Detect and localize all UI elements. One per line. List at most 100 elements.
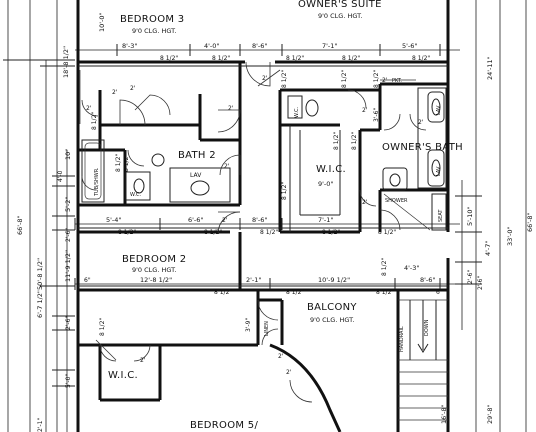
- label-balcony: BALCONY: [307, 302, 357, 313]
- dim-8half-4: 8 1/2": [342, 55, 360, 62]
- door-2-c: 2': [262, 75, 268, 82]
- dim-3-6: 3'-6": [373, 108, 380, 122]
- dim-5-4: 5'-4": [106, 216, 121, 224]
- dim-8half-10: 8 1/2": [378, 229, 396, 236]
- dim-2-1: 2'-1": [246, 276, 261, 284]
- left-dimension-lines: [3, 0, 75, 432]
- dim-3-9: 3'-9": [245, 318, 252, 332]
- dim-11-9: 11'-9 1/2": [64, 250, 72, 282]
- dim-8half-1: 8 1/2": [160, 55, 178, 62]
- door-2-f: 2': [222, 217, 228, 224]
- door-2-l: 2': [286, 369, 292, 376]
- door-2-a: 2': [112, 89, 118, 96]
- right-dimension-lines: [455, 0, 527, 432]
- dim-8half-12: 8 1/2": [286, 289, 304, 296]
- dim-4-3: 4'-3": [404, 264, 419, 272]
- label-bedroom3: BEDROOM 3: [120, 14, 184, 25]
- label-bedroom5: BEDROOM 5/: [190, 420, 258, 431]
- dim-6-right: 6": [436, 289, 443, 296]
- dim-12-8: 12'-8 1/2": [140, 276, 172, 284]
- dim-5-0: 5'-0": [65, 374, 72, 388]
- dim-5-6: 5'-6": [402, 42, 417, 50]
- door-2-e: 2': [224, 163, 230, 170]
- label-owners-suite: OWNER'S SUITE: [298, 0, 382, 10]
- door-2-d: 2': [228, 105, 234, 112]
- dim-7-1: 7'-1": [322, 42, 337, 50]
- dim-2-6-left: 2'-6": [65, 228, 72, 242]
- dim-50-8: 50'-8 1/2": [36, 258, 44, 290]
- doors: [81, 61, 427, 403]
- dim-2-6-right: 2'-6": [467, 270, 474, 284]
- label-lav: LAV: [190, 172, 202, 179]
- label-handrail: HANDRAIL: [399, 326, 405, 352]
- door-2-n: 2': [140, 357, 146, 364]
- dim-8half-15: 8 1/2": [341, 70, 348, 88]
- fixtures: [79, 70, 447, 231]
- dim-8half-18: 8 1/2": [351, 132, 358, 150]
- dim-2-1-left: 2'-1": [37, 418, 44, 432]
- dim-8half-23: 8 1/2": [381, 258, 388, 276]
- door-2-h: 2': [362, 107, 368, 114]
- dim-8half-3: 8 1/2": [286, 55, 304, 62]
- door-2-k: 2': [86, 105, 92, 112]
- dim-8half-24: 8 1/2": [281, 182, 288, 200]
- door-2-b: 2': [130, 85, 136, 92]
- door-2-i: 2': [418, 119, 424, 126]
- label-down: DOWN: [424, 319, 430, 336]
- door-2-g: 2': [382, 77, 388, 84]
- dim-8half-11: 8 1/2": [214, 289, 232, 296]
- label-bedroom2-hgt: 9'0 CLG. HGT.: [132, 266, 176, 274]
- dim-8half-7: 8 1/2": [204, 229, 222, 236]
- dim-6-left: 6": [84, 277, 91, 284]
- dim-10: 10": [64, 149, 72, 160]
- dim-10-9: 10'-9 1/2": [318, 276, 350, 284]
- dim-7-1b: 7'-1": [318, 216, 333, 224]
- dim-8half-14: 8 1/2": [281, 70, 288, 88]
- inner-lines: [78, 65, 448, 421]
- dim-5-2: 5'-2": [64, 197, 72, 212]
- dim-8-3: 8'-3": [122, 42, 137, 50]
- dim-4-0-left: 4'-0: [57, 170, 64, 182]
- label-tub-shwr: TUB/SHWR.: [94, 167, 100, 197]
- label-wic: W.I.C.: [316, 164, 346, 175]
- dim-6-7: 6'-7 1/2": [36, 290, 44, 318]
- dim-29-8: 29'-8": [486, 404, 494, 424]
- dim-8half-9: 8 1/2": [322, 229, 340, 236]
- dim-8half-8: 8 1/2": [260, 229, 278, 236]
- dim-8half-6: 8 1/2": [118, 229, 136, 236]
- dim-10-0: 10'-0": [98, 12, 106, 32]
- dim-8half-19: 8 1/2": [115, 154, 122, 172]
- dim-8half-20: 8 1/2": [123, 154, 130, 172]
- label-wc: W.C.: [130, 192, 141, 198]
- dim-5-10: 5'-10": [466, 206, 474, 226]
- label-lav-owner-2: LAV: [436, 166, 442, 176]
- door-2-m: 2': [278, 353, 284, 360]
- dim-8half-5: 8 1/2": [412, 55, 430, 62]
- dim-8half-16: 8 1/2": [373, 70, 380, 88]
- dim-8half-2: 8 1/2": [212, 55, 230, 62]
- label-bath2: BATH 2: [178, 150, 216, 161]
- label-wc-owner: W.C.: [294, 107, 300, 118]
- dim-2-6-left-b: 2'-6": [65, 316, 72, 330]
- door-2-j: 2': [362, 199, 368, 206]
- label-wic-hgt: 9'-0": [318, 180, 333, 188]
- label-shower: SHOWER: [385, 198, 408, 204]
- dim-8half-21: 8 1/2": [91, 112, 98, 130]
- label-bedroom3-hgt: 9'0 CLG. HGT.: [132, 27, 176, 35]
- dim-8-6c: 8'-6": [420, 276, 435, 284]
- label-lav-owner-1: LAV: [436, 105, 442, 115]
- dim-6-6: 6'-6": [188, 216, 203, 224]
- dim-8-6: 8'-6": [252, 42, 267, 50]
- dim-4-0: 4'-0": [204, 42, 219, 50]
- label-owners-bath: OWNER'S BATH: [382, 142, 463, 153]
- label-wic2: W.I.C.: [108, 370, 138, 381]
- dim-16-8: 16'-8": [440, 404, 448, 424]
- dim-8-6b: 8'-6": [252, 216, 267, 224]
- dim-8half-22: 8 1/2": [99, 318, 106, 336]
- dim-4-7: 4'-7": [484, 241, 492, 256]
- dim-8half-17: 8 1/2": [333, 132, 340, 150]
- label-linen: LINEN: [264, 321, 270, 336]
- dim-24-11: 24'-11": [486, 56, 494, 80]
- label-seat: SEAT: [438, 209, 444, 222]
